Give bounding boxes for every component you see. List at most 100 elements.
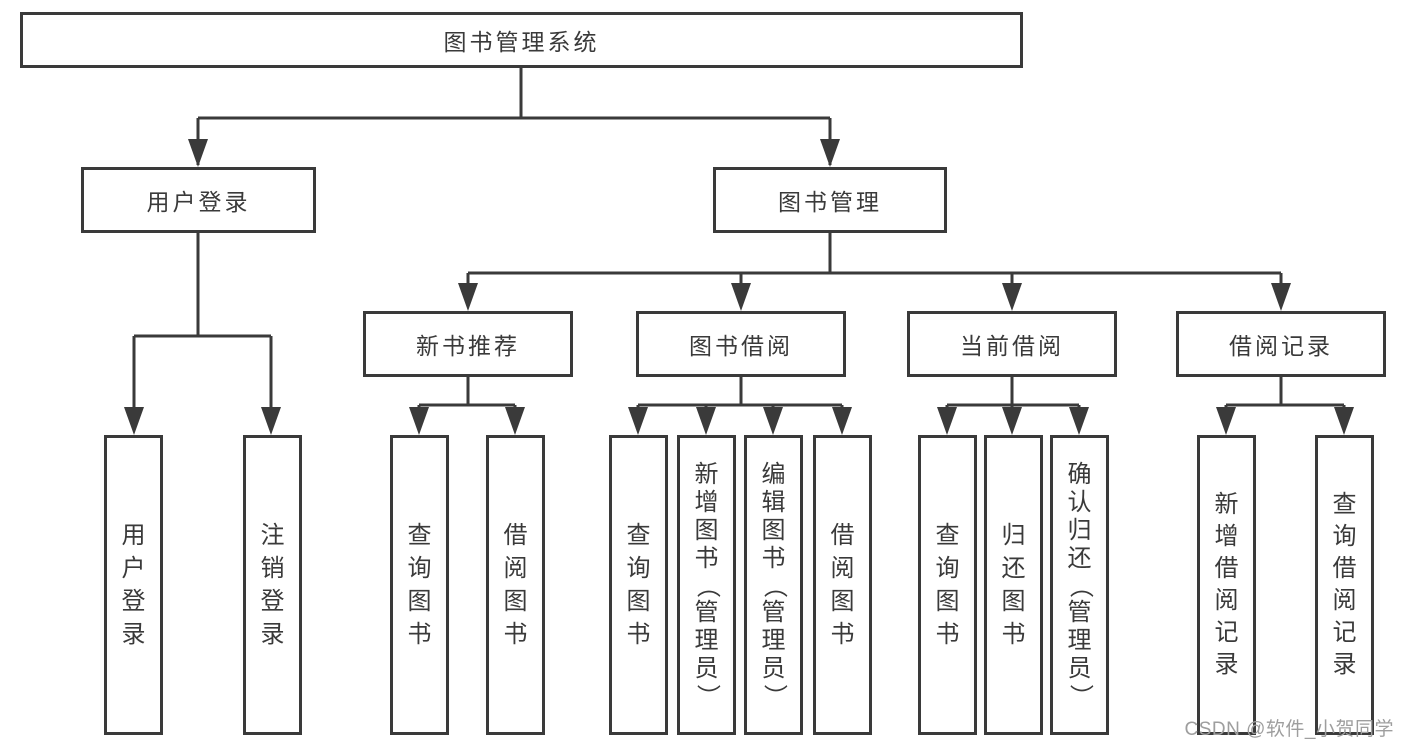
vertical-glyph: 询 — [407, 554, 432, 582]
vertical-glyph: 辑 — [761, 489, 786, 516]
vertical-glyph: 阅 — [1332, 587, 1357, 614]
vertical-glyph: 登 — [260, 587, 285, 615]
vertical-glyph: 查 — [407, 521, 432, 549]
vertical-glyph: 图 — [935, 587, 960, 615]
node-book-borrowing: 图书借阅 — [636, 311, 846, 377]
vertical-glyph: 书 — [407, 620, 432, 648]
vertical-glyph: 图 — [1001, 587, 1026, 615]
node-new-book-recommendation: 新书推荐 — [363, 311, 573, 377]
leaf-return-books: 归还图书 — [984, 435, 1043, 735]
vertical-glyph: （ — [760, 574, 788, 598]
vertical-glyph: 阅 — [830, 554, 855, 582]
leaf-query-books-recommend: 查询图书 — [390, 435, 449, 735]
connector-user-login-group — [132, 233, 273, 430]
arrowhead-icon — [505, 407, 525, 435]
vertical-glyph: 图 — [761, 517, 786, 544]
vertical-glyph: 户 — [121, 554, 146, 582]
vertical-glyph: 查 — [626, 521, 651, 549]
vertical-glyph: 管 — [1067, 599, 1092, 626]
arrowhead-icon — [696, 407, 716, 435]
vertical-glyph: 还 — [1001, 554, 1026, 582]
vertical-glyph: 销 — [260, 554, 285, 582]
vertical-glyph: 录 — [1332, 651, 1357, 678]
vertical-glyph: ） — [693, 684, 721, 708]
vertical-glyph: 录 — [121, 620, 146, 648]
vertical-glyph: ） — [1066, 684, 1094, 708]
vertical-glyph: 登 — [121, 587, 146, 615]
vertical-glyph: 借 — [1332, 555, 1357, 582]
vertical-glyph: 记 — [1214, 619, 1239, 646]
connector-book-borrowing-group — [636, 377, 844, 430]
vertical-glyph: 理 — [1067, 627, 1092, 654]
vertical-glyph: 查 — [935, 521, 960, 549]
arrowhead-icon — [832, 407, 852, 435]
arrowhead-icon — [1216, 407, 1236, 435]
vertical-glyph: 书 — [626, 620, 651, 648]
arrowhead-icon — [1271, 283, 1291, 311]
arrowhead-icon — [628, 407, 648, 435]
arrowhead-icon — [763, 407, 783, 435]
arrowhead-icon — [261, 407, 281, 435]
vertical-glyph: 新 — [694, 461, 719, 488]
vertical-glyph: 录 — [260, 620, 285, 648]
vertical-glyph: 认 — [1067, 489, 1092, 516]
arrowhead-icon — [188, 139, 208, 167]
vertical-glyph: 记 — [1332, 619, 1357, 646]
vertical-glyph: 归 — [1001, 521, 1026, 549]
node-user-login-branch: 用户登录 — [81, 167, 316, 233]
vertical-glyph: 书 — [830, 620, 855, 648]
node-borrowing-records: 借阅记录 — [1176, 311, 1386, 377]
leaf-borrow-books-recommend: 借阅图书 — [486, 435, 545, 735]
vertical-glyph: 理 — [694, 627, 719, 654]
arrowhead-icon — [124, 407, 144, 435]
vertical-glyph: 书 — [935, 620, 960, 648]
vertical-glyph: 归 — [1067, 517, 1092, 544]
vertical-glyph: 图 — [503, 587, 528, 615]
vertical-glyph: 图 — [407, 587, 432, 615]
arrowhead-icon — [1002, 283, 1022, 311]
node-library-management-system: 图书管理系统 — [20, 12, 1023, 68]
connector-borrowing-records-group — [1224, 377, 1346, 430]
leaf-query-borrowing-record: 查询借阅记录 — [1315, 435, 1374, 735]
leaf-confirm-return-admin: 确认归还（管理员） — [1050, 435, 1109, 735]
watermark: CSDN @软件_小贺同学 — [1184, 719, 1394, 740]
vertical-glyph: 图 — [626, 587, 651, 615]
vertical-glyph: 书 — [761, 545, 786, 572]
vertical-glyph: 图 — [694, 517, 719, 544]
vertical-glyph: 员 — [694, 655, 719, 682]
node-current-borrowing: 当前借阅 — [907, 311, 1117, 377]
vertical-glyph: 员 — [761, 655, 786, 682]
vertical-glyph: 增 — [694, 489, 719, 516]
vertical-glyph: 管 — [761, 599, 786, 626]
leaf-add-borrowing-record: 新增借阅记录 — [1197, 435, 1256, 735]
leaf-logout-login: 注销登录 — [243, 435, 302, 735]
vertical-glyph: 书 — [694, 545, 719, 572]
vertical-glyph: 还 — [1067, 545, 1092, 572]
vertical-glyph: 管 — [694, 599, 719, 626]
arrowhead-icon — [937, 407, 957, 435]
arrowhead-icon — [409, 407, 429, 435]
vertical-glyph: 编 — [761, 461, 786, 488]
vertical-glyph: 阅 — [1214, 587, 1239, 614]
vertical-glyph: 新 — [1214, 491, 1239, 518]
arrowhead-icon — [458, 283, 478, 311]
vertical-glyph: 用 — [121, 521, 146, 549]
vertical-glyph: （ — [693, 574, 721, 598]
vertical-glyph: 借 — [1214, 555, 1239, 582]
vertical-glyph: 询 — [935, 554, 960, 582]
connector-new-book-group — [417, 377, 517, 430]
connector-root-to-level2 — [196, 68, 832, 165]
vertical-glyph: 书 — [1001, 620, 1026, 648]
vertical-glyph: 理 — [761, 627, 786, 654]
vertical-glyph: 询 — [626, 554, 651, 582]
arrowhead-icon — [820, 139, 840, 167]
vertical-glyph: ） — [760, 684, 788, 708]
arrowhead-icon — [1002, 407, 1022, 435]
leaf-query-books-borrowing: 查询图书 — [609, 435, 668, 735]
vertical-glyph: 书 — [503, 620, 528, 648]
leaf-borrow-books-borrowing: 借阅图书 — [813, 435, 872, 735]
vertical-glyph: 注 — [260, 521, 285, 549]
vertical-glyph: 录 — [1214, 651, 1239, 678]
